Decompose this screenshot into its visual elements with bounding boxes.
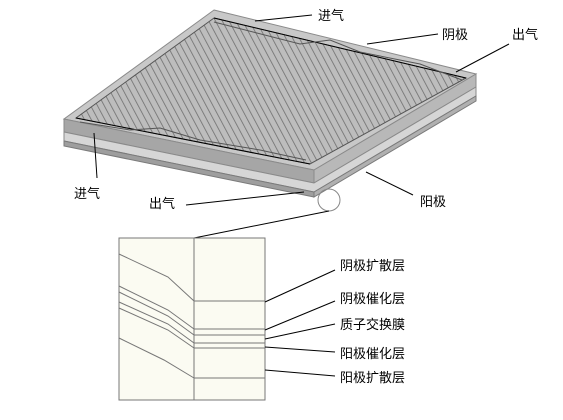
label-anode: 阳极 xyxy=(420,195,446,210)
layer-label-cathode-diffusion: 阴极扩散层 xyxy=(340,259,405,274)
cross-section-inset xyxy=(118,237,266,401)
label-cathode: 阴极 xyxy=(442,28,468,43)
label-outlet-bottom: 出气 xyxy=(149,196,175,212)
anode-plate xyxy=(63,86,477,198)
layer-label-anode-catalyst: 阳极催化层 xyxy=(340,347,405,362)
flow-channels xyxy=(74,17,468,165)
layer-label-cathode-catalyst: 阴极催化层 xyxy=(340,292,405,307)
plate-leader-lines xyxy=(93,14,510,206)
label-outlet-right: 出气 xyxy=(512,27,538,43)
label-inlet-left: 进气 xyxy=(74,186,100,202)
zoom-connector xyxy=(193,210,330,239)
layer-label-anode-diffusion: 阳极扩散层 xyxy=(340,371,405,386)
layer-leader-lines xyxy=(264,269,336,377)
magnifier-circle xyxy=(317,188,341,212)
label-inlet-top: 进气 xyxy=(318,8,344,24)
layer-label-pem: 质子交换膜 xyxy=(340,317,405,333)
